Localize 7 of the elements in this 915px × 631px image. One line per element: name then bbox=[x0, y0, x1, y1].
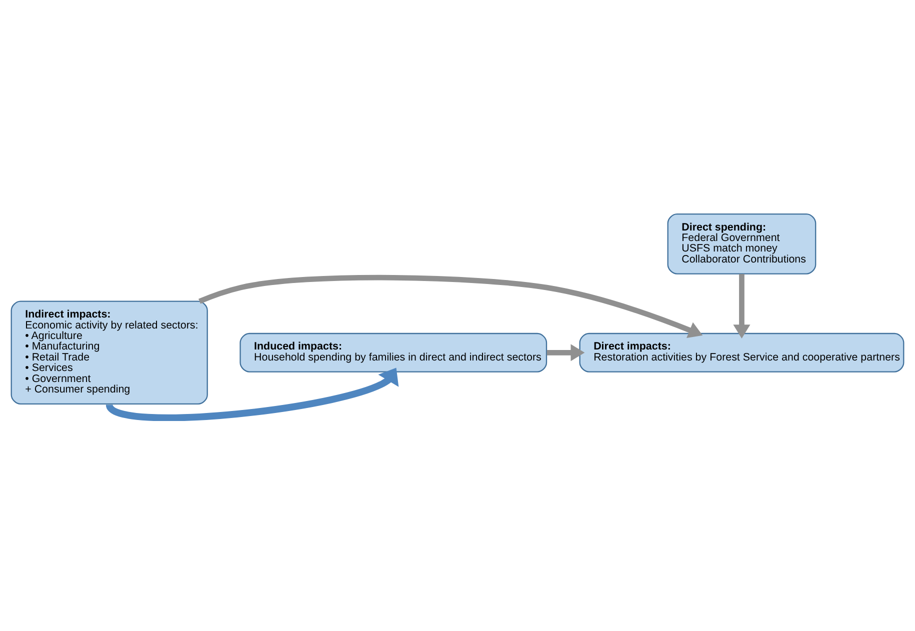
node-box: Direct impacts: Restoration activities by Forest Service and cooperative partners bbox=[579, 332, 904, 372]
arrow bbox=[733, 273, 750, 338]
node-box: Indirect impacts: Economic activity by related sectors: • Agriculture • Manufacturing • Retail Trade • Services • Government + Consumer spending bbox=[10, 300, 208, 404]
node-box: Direct spending: Federal Government USFS match money Collaborator Contributions bbox=[667, 212, 816, 274]
node-box: Induced impacts: Household spending by families in direct and indirect sectors bbox=[240, 332, 548, 372]
arrow bbox=[546, 344, 585, 361]
arrow bbox=[198, 274, 703, 338]
